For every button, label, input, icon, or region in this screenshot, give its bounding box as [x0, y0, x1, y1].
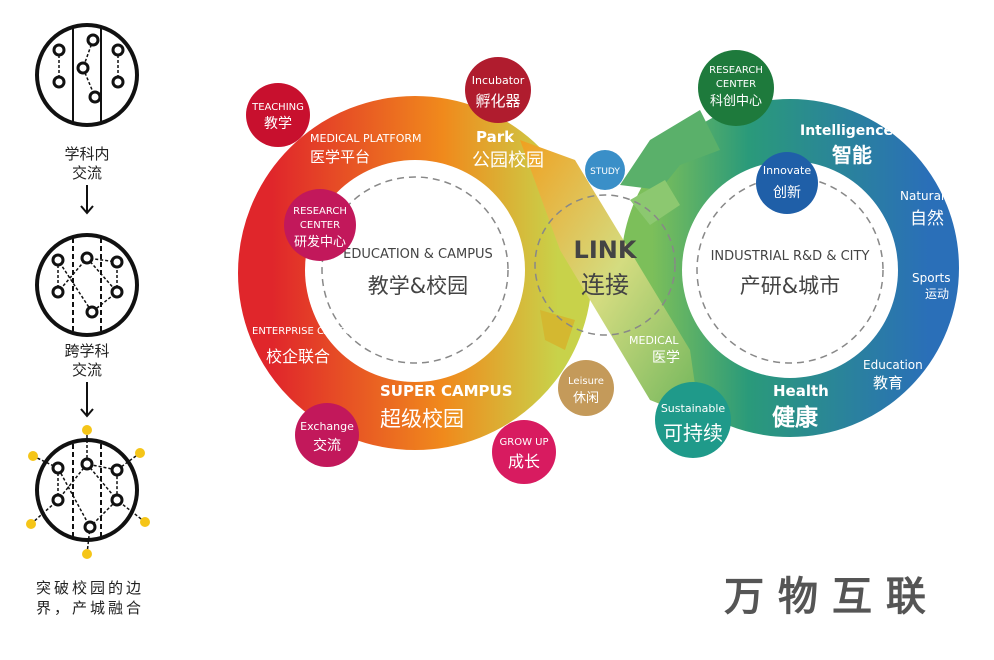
stage-1-label-2: 交流	[72, 164, 102, 182]
label-health-cn: 健康	[772, 404, 819, 431]
label-education-cn: 教育	[873, 374, 903, 392]
bubble-study: STUDY	[585, 150, 625, 190]
bubble-cn: 休闲	[573, 391, 599, 406]
stage-2-label-2: 交流	[72, 361, 102, 379]
link-en: LINK	[574, 236, 638, 264]
label-sports-cn: 运动	[925, 287, 949, 301]
stage-2-label: 跨学科	[64, 342, 109, 360]
bubble-en: RESEARCH	[293, 206, 347, 217]
label-education-en: Education	[863, 358, 923, 372]
stage-intra-discipline-icon	[35, 23, 139, 127]
label-medical-platform-cn: 医学平台	[310, 148, 370, 166]
bubble-en: Incubator	[472, 74, 525, 87]
label-natural-cn: 自然	[910, 209, 944, 229]
bubble-leisure: Leisure 休闲	[558, 360, 614, 416]
stage-3-label: 突破校园的边	[36, 579, 144, 597]
bubble-cn: 成长	[508, 452, 540, 471]
right-ring-inner	[682, 162, 898, 378]
bubble-teaching: TEACHING 教学	[246, 83, 310, 147]
label-park-cn: 公园校园	[472, 150, 544, 171]
chevron-arrow	[540, 310, 575, 350]
label-intelligence-cn: 智能	[832, 143, 872, 167]
left-center-cn: 教学&校园	[368, 274, 468, 298]
chevron-arrow	[630, 180, 680, 225]
bubble-exchange: Exchange 交流	[295, 403, 359, 467]
left-ring	[238, 96, 592, 450]
label-health-en: Health	[773, 382, 829, 400]
bubble-cn: 教学	[264, 116, 292, 132]
stage-3-label-2: 界，产城融合	[36, 599, 144, 617]
link-cn: 连接	[581, 271, 629, 299]
bubble-en: GROW UP	[500, 437, 549, 448]
bubble-research-center-right: RESEARCH CENTER 科创中心	[698, 50, 774, 126]
stage-boundary-breaking-icon	[26, 425, 150, 559]
bubble-cn: 交流	[313, 437, 341, 454]
bubble-en: Innovate	[763, 164, 811, 177]
bubble-en-2: CENTER	[300, 220, 340, 231]
bubble-research-center-left: RESEARCH CENTER 研发中心	[284, 189, 356, 261]
label-medical-platform-en: MEDICAL PLATFORM	[310, 132, 422, 145]
bubble-cn: 科创中心	[710, 94, 762, 109]
label-natural-en: Natural	[900, 189, 944, 203]
bubble-incubator: Incubator 孵化器	[465, 57, 531, 123]
slogan: 万 物 互 联	[724, 574, 926, 620]
chevron-arrows	[620, 110, 720, 190]
bubble-en: Exchange	[300, 420, 354, 433]
label-super-campus-en: SUPER CAMPUS	[380, 382, 513, 400]
bubble-en: TEACHING	[251, 102, 304, 113]
stage-cross-discipline-icon	[35, 233, 139, 337]
bubble-cn: 研发中心	[294, 234, 346, 250]
right-center-en: INDUSTRIAL R&D & CITY	[711, 249, 870, 264]
right-ring	[621, 99, 959, 437]
right-center-cn: 产研&城市	[740, 274, 840, 298]
left-center-en: EDUCATION & CAMPUS	[343, 247, 493, 262]
link-dashed-circle	[534, 194, 676, 336]
label-intelligence-en: Intelligence	[800, 123, 893, 139]
bubble-en: RESEARCH	[709, 65, 763, 76]
label-medical-cn: 医学	[652, 350, 680, 366]
label-enterprise-cn: 校企联合	[266, 347, 330, 366]
bubble-sustainable: Sustainable 可持续	[655, 382, 731, 458]
label-medical-en: MEDICAL	[629, 334, 679, 347]
bubble-cn: 创新	[773, 185, 801, 201]
arrow-down-icon	[80, 185, 94, 215]
link-band	[520, 140, 700, 420]
bubble-innovate: Innovate 创新	[756, 152, 818, 214]
bubble-cn: 孵化器	[475, 92, 520, 110]
bubble-grow-up: GROW UP 成长	[492, 420, 556, 484]
bubble-en: STUDY	[590, 167, 620, 177]
left-ring-inner	[305, 160, 525, 380]
arrow-down-icon	[80, 382, 94, 418]
stage-1-label: 学科内	[64, 145, 109, 163]
label-park-en: Park	[476, 128, 515, 146]
bubble-en-2: CENTER	[716, 79, 756, 90]
label-super-campus-cn: 超级校园	[380, 407, 464, 431]
bubble-en: Sustainable	[661, 402, 726, 415]
label-enterprise-en: ENTERPRISE CAMPUS COOPERATION	[252, 326, 434, 337]
left-dashed-circle	[321, 176, 509, 364]
label-sports-en: Sports	[912, 271, 950, 285]
bubble-en: Leisure	[568, 376, 604, 387]
bubble-cn: 可持续	[663, 421, 723, 445]
